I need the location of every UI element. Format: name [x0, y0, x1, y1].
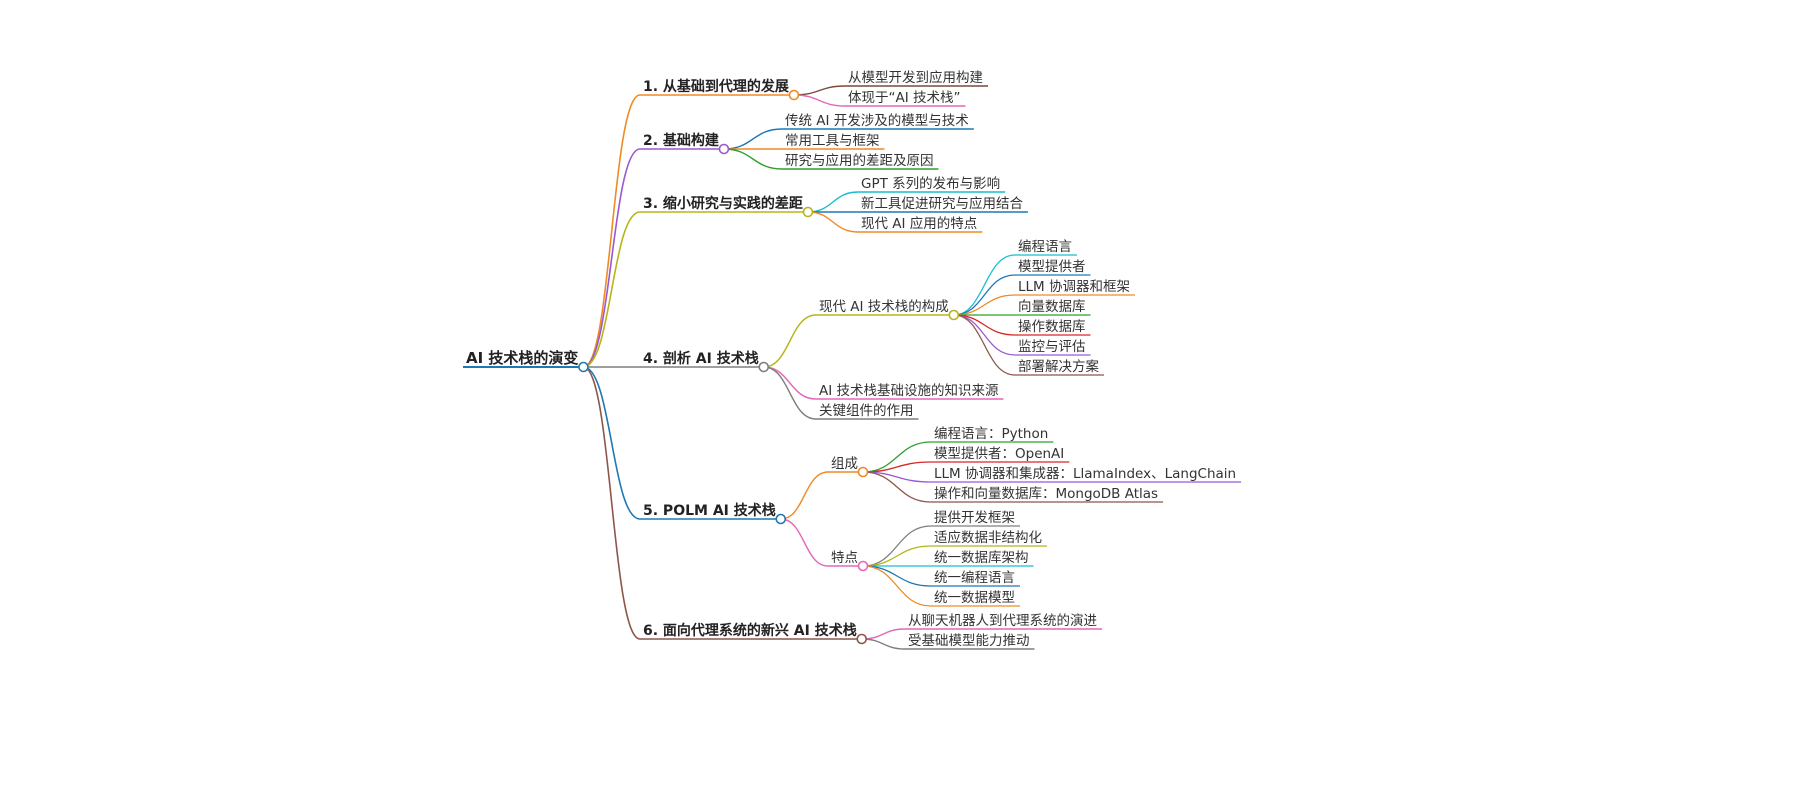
branch-2-item-2: 常用工具与框架 [785, 133, 880, 149]
link-subitem-4-1-2 [953, 274, 1016, 316]
branch-3-item-3: 现代 AI 应用的特点 [861, 215, 977, 232]
branch-3-item-1: GPT 系列的发布与影响 [861, 176, 1000, 192]
branch-4-item-1-subitem-3: LLM 协调器和框架 [1018, 279, 1130, 295]
branch-5-item-2-subitem-4: 统一编程语言 [934, 570, 1015, 586]
branch-5-item-2-subitem-1: 提供开发框架 [934, 510, 1015, 526]
link-subitem-4-1-5 [953, 314, 1016, 336]
link-branch-3-item-1 [807, 191, 859, 213]
branch-6-item-1: 从聊天机器人到代理系统的演进 [908, 613, 1097, 629]
link-branch-6-item-1 [861, 628, 906, 640]
branch-4-item-1-subitem-4: 向量数据库 [1018, 299, 1086, 315]
branch-4-item-2: AI 技术栈基础设施的知识来源 [819, 382, 999, 399]
branch-5-item-1-node[interactable] [857, 466, 869, 478]
branch-4: 4. 剖析 AI 技术栈 [643, 350, 759, 367]
branch-4-node[interactable] [758, 361, 770, 373]
branch-5: 5. POLM AI 技术栈 [643, 502, 776, 519]
link-branch-4-item-3 [763, 366, 817, 420]
branch-2-item-1: 传统 AI 开发涉及的模型与技术 [785, 113, 969, 129]
link-branch-2 [583, 148, 641, 368]
branch-1-item-1: 从模型开发到应用构建 [848, 69, 983, 86]
branch-5-item-1-subitem-3: LLM 协调器和集成器：LlamaIndex、LangChain [934, 466, 1236, 482]
link-subitem-4-1-6 [953, 314, 1016, 356]
branch-6-item-2: 受基础模型能力推动 [908, 632, 1030, 649]
link-subitem-5-2-1 [862, 525, 932, 567]
link-subitem-5-2-5 [862, 565, 932, 607]
branch-4-item-1-subitem-7: 部署解决方案 [1018, 358, 1099, 375]
link-branch-1 [583, 94, 641, 368]
branch-5-item-1: 组成 [831, 456, 858, 472]
root-topic: AI 技术栈的演变 [466, 349, 578, 367]
link-branch-3-item-3 [807, 211, 859, 233]
link-subitem-4-1-7 [953, 314, 1016, 376]
branch-4-item-1-subitem-5: 操作数据库 [1018, 319, 1086, 335]
branch-4-item-1: 现代 AI 技术栈的构成 [819, 299, 949, 315]
branch-5-item-2: 特点 [831, 550, 858, 566]
branch-5-item-1-subitem-1: 编程语言：Python [934, 426, 1048, 442]
branch-4-item-3: 关键组件的作用 [819, 403, 914, 419]
branch-4-item-1-subitem-6: 监控与评估 [1018, 339, 1086, 355]
branch-4-item-1-subitem-1: 编程语言 [1018, 239, 1072, 255]
link-branch-5-item-1 [780, 471, 829, 520]
branch-2: 2. 基础构建 [643, 132, 719, 149]
mindmap-nodes [578, 89, 960, 645]
branch-5-item-2-node[interactable] [857, 560, 869, 572]
link-subitem-4-1-3 [953, 294, 1016, 316]
branch-4-item-1-subitem-2: 模型提供者 [1018, 259, 1086, 275]
link-subitem-5-1-4 [862, 471, 932, 503]
branch-6: 6. 面向代理系统的新兴 AI 技术栈 [643, 622, 857, 639]
branch-3-node[interactable] [802, 206, 814, 218]
link-branch-5-item-2 [780, 518, 829, 567]
branch-4-item-1-node[interactable] [948, 309, 960, 321]
branch-5-item-2-subitem-2: 适应数据非结构化 [934, 529, 1042, 546]
link-subitem-4-1-1 [953, 254, 1016, 316]
branch-1-item-2: 体现于“AI 技术栈” [848, 90, 961, 106]
branch-2-node[interactable] [718, 143, 730, 155]
link-branch-6 [583, 366, 641, 640]
link-branch-1-item-1 [793, 85, 846, 96]
link-branch-2-item-3 [723, 148, 783, 170]
link-branch-2-item-1 [723, 128, 783, 150]
mindmap-links [463, 85, 1242, 650]
link-branch-6-item-2 [861, 638, 906, 650]
link-subitem-5-2-2 [862, 545, 932, 567]
branch-5-node[interactable] [775, 513, 787, 525]
branch-5-item-2-subitem-3: 统一数据库架构 [934, 550, 1029, 566]
branch-3: 3. 缩小研究与实践的差距 [643, 195, 803, 212]
link-subitem-5-2-4 [862, 565, 932, 587]
branch-3-item-2: 新工具促进研究与应用结合 [861, 195, 1023, 212]
branch-1-node[interactable] [788, 89, 800, 101]
link-branch-5 [583, 366, 641, 520]
link-branch-1-item-2 [793, 94, 846, 107]
branch-5-item-1-subitem-2: 模型提供者：OpenAI [934, 446, 1064, 462]
branch-1: 1. 从基础到代理的发展 [643, 78, 789, 95]
branch-2-item-3: 研究与应用的差距及原因 [785, 152, 934, 169]
branch-6-node[interactable] [856, 633, 868, 645]
branch-5-item-2-subitem-5: 统一数据模型 [934, 590, 1015, 606]
link-branch-4-item-1 [763, 314, 817, 368]
branch-5-item-1-subitem-4: 操作和向量数据库：MongoDB Atlas [934, 486, 1158, 502]
link-branch-3 [583, 211, 641, 368]
root-node[interactable] [578, 361, 589, 373]
